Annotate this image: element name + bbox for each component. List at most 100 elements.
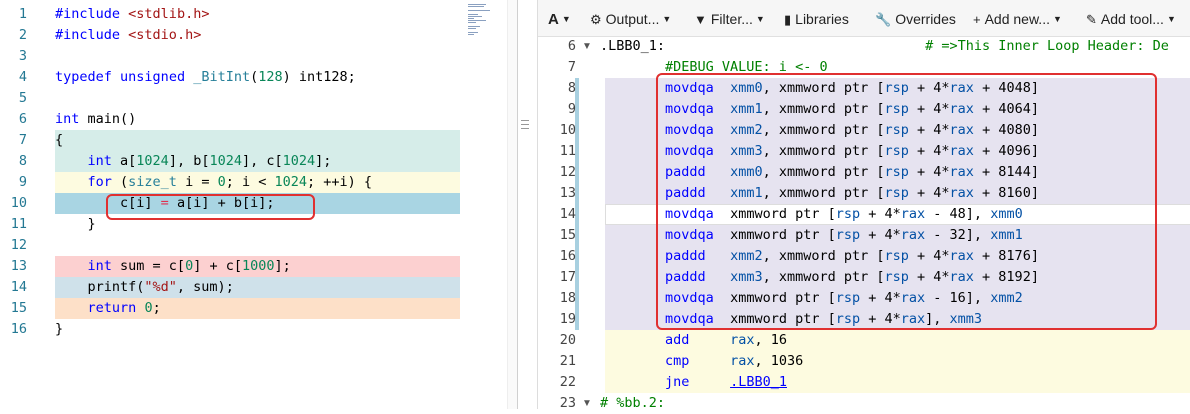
source-line[interactable]: 15 return 0; (0, 298, 517, 319)
asm-line[interactable]: 15 movdqa xmmword ptr [rsp + 4*rax - 32]… (538, 225, 1190, 246)
asm-line[interactable]: 21 cmp rax, 1036 (538, 351, 1190, 372)
overrides-button[interactable]: 🔧Overrides (875, 9, 956, 29)
asm-line-highlight (605, 183, 1190, 204)
asm-line[interactable]: 9 movdqa xmm1, xmmword ptr [rsp + 4*rax … (538, 99, 1190, 120)
source-line-number: 5 (18, 90, 27, 106)
asm-line-text: movdqa xmmword ptr [rsp + 4*rax], xmm3 (665, 311, 983, 327)
asm-line-number: 22 (559, 374, 576, 390)
source-line[interactable]: 3 (0, 46, 517, 67)
source-line-number: 7 (18, 132, 27, 148)
source-line[interactable]: 7{ (0, 130, 517, 151)
asm-line-accent (575, 141, 579, 162)
source-highlight-box (106, 194, 315, 220)
source-line-text: c[i] = a[i] + b[i]; (55, 195, 275, 211)
font-size-dropdown[interactable]: A▼ (548, 11, 571, 28)
libraries-button[interactable]: ▮Libraries (784, 9, 849, 29)
source-line-number: 11 (10, 216, 27, 232)
book-icon: ▮ (784, 12, 792, 27)
asm-line-text: paddd xmm0, xmmword ptr [rsp + 4*rax + 8… (665, 164, 1039, 180)
asm-line-number: 12 (559, 164, 576, 180)
source-line-highlight (55, 193, 460, 214)
asm-line-number: 21 (559, 353, 576, 369)
source-line[interactable]: 11 } (0, 214, 517, 235)
source-line-number: 8 (18, 153, 27, 169)
add-new-label: Add new... (984, 11, 1050, 27)
asm-line[interactable]: 11 movdqa xmm3, xmmword ptr [rsp + 4*rax… (538, 141, 1190, 162)
pane-resize-grip-icon[interactable] (521, 120, 529, 132)
source-line-number: 12 (10, 237, 27, 253)
source-line[interactable]: 2#include <stdio.h> (0, 25, 517, 46)
add-tool-dropdown[interactable]: ✎Add tool...▼ (1086, 9, 1176, 29)
asm-line-text: movdqa xmmword ptr [rsp + 4*rax - 48], x… (665, 206, 1023, 222)
source-line-text: #include <stdlib.h> (55, 6, 210, 22)
add-new-dropdown[interactable]: +Add new...▼ (973, 9, 1062, 29)
output-dropdown[interactable]: ⚙Output...▼ (590, 9, 671, 29)
asm-line-number: 11 (559, 143, 576, 159)
source-editor-scrollbar[interactable] (507, 0, 518, 409)
asm-line-number: 7 (567, 59, 576, 75)
asm-line-text: paddd xmm3, xmmword ptr [rsp + 4*rax + 8… (665, 269, 1039, 285)
source-line-highlight (55, 256, 460, 277)
asm-line[interactable]: 18 movdqa xmmword ptr [rsp + 4*rax - 16]… (538, 288, 1190, 309)
asm-line-text: movdqa xmm0, xmmword ptr [rsp + 4*rax + … (665, 80, 1039, 96)
source-line[interactable]: 8 int a[1024], b[1024], c[1024]; (0, 151, 517, 172)
asm-line-accent (575, 204, 579, 225)
asm-line-accent (575, 99, 579, 120)
source-line[interactable]: 14 printf("%d", sum); (0, 277, 517, 298)
filter-label: Filter... (710, 11, 753, 27)
asm-line[interactable]: 13 paddd xmm1, xmmword ptr [rsp + 4*rax … (538, 183, 1190, 204)
wrench-icon: 🔧 (875, 12, 892, 27)
source-line-highlight (55, 130, 460, 151)
source-line[interactable]: 9 for (size_t i = 0; i < 1024; ++i) { (0, 172, 517, 193)
asm-line-text: #DEBUG_VALUE: i <- 0 (600, 59, 828, 75)
asm-line[interactable]: 22 jne .LBB0_1 (538, 372, 1190, 393)
asm-line-number: 23 (559, 395, 576, 411)
asm-line-highlight (605, 330, 1190, 351)
asm-line[interactable]: 6▼.LBB0_1: # =>This Inner Loop Header: D… (538, 36, 1190, 57)
source-line-highlight (55, 277, 460, 298)
editor-minimap[interactable] (466, 4, 510, 44)
magic-wand-icon: ✎ (1086, 12, 1097, 27)
asm-line-accent (575, 162, 579, 183)
asm-line[interactable]: 16 paddd xmm2, xmmword ptr [rsp + 4*rax … (538, 246, 1190, 267)
asm-line[interactable]: 12 paddd xmm0, xmmword ptr [rsp + 4*rax … (538, 162, 1190, 183)
source-line-text: int sum = c[0] + c[1000]; (87, 258, 291, 274)
fold-chevron-icon[interactable]: ▼ (582, 41, 592, 52)
asm-line[interactable]: 23▼# %bb.2: (538, 393, 1190, 414)
source-line-number: 6 (18, 111, 27, 127)
fold-chevron-icon[interactable]: ▼ (582, 398, 592, 409)
source-line[interactable]: 13 int sum = c[0] + c[1000]; (0, 256, 517, 277)
asm-line[interactable]: 19 movdqa xmmword ptr [rsp + 4*rax], xmm… (538, 309, 1190, 330)
source-line[interactable]: 5 (0, 88, 517, 109)
source-editor-pane[interactable]: 1#include <stdlib.h>2#include <stdio.h>3… (0, 0, 517, 409)
source-line-number: 14 (10, 279, 27, 295)
asm-line[interactable]: 8 movdqa xmm0, xmmword ptr [rsp + 4*rax … (538, 78, 1190, 99)
asm-line-number: 8 (567, 80, 576, 96)
source-line[interactable]: 10 c[i] = a[i] + b[i]; (0, 193, 517, 214)
source-line[interactable]: 1#include <stdlib.h> (0, 4, 517, 25)
filter-dropdown[interactable]: ▼Filter...▼ (694, 9, 765, 29)
source-line[interactable]: 12 (0, 235, 517, 256)
assembly-output-pane: A▼ ⚙Output...▼ ▼Filter...▼ ▮Libraries 🔧O… (537, 0, 1190, 411)
source-line-number: 10 (10, 195, 27, 211)
asm-line-accent (575, 183, 579, 204)
asm-line[interactable]: 10 movdqa xmm2, xmmword ptr [rsp + 4*rax… (538, 120, 1190, 141)
gear-icon: ⚙ (590, 12, 602, 27)
source-line-text: for (size_t i = 0; i < 1024; ++i) { (87, 174, 373, 190)
asm-line[interactable]: 20 add rax, 16 (538, 330, 1190, 351)
asm-line[interactable]: 7 #DEBUG_VALUE: i <- 0 (538, 57, 1190, 78)
asm-line-highlight (605, 162, 1190, 183)
libraries-label: Libraries (795, 11, 849, 27)
asm-line-text: add rax, 16 (665, 332, 787, 348)
font-icon: A (548, 11, 559, 28)
overrides-label: Overrides (895, 11, 956, 27)
source-line-text: typedef unsigned _BitInt(128) int128; (55, 69, 356, 85)
asm-line[interactable]: 14 movdqa xmmword ptr [rsp + 4*rax - 48]… (538, 204, 1190, 225)
pane-divider[interactable] (517, 0, 518, 409)
asm-line[interactable]: 17 paddd xmm3, xmmword ptr [rsp + 4*rax … (538, 267, 1190, 288)
asm-line-accent (575, 78, 579, 99)
asm-line-accent (575, 267, 579, 288)
source-line[interactable]: 16} (0, 319, 517, 340)
